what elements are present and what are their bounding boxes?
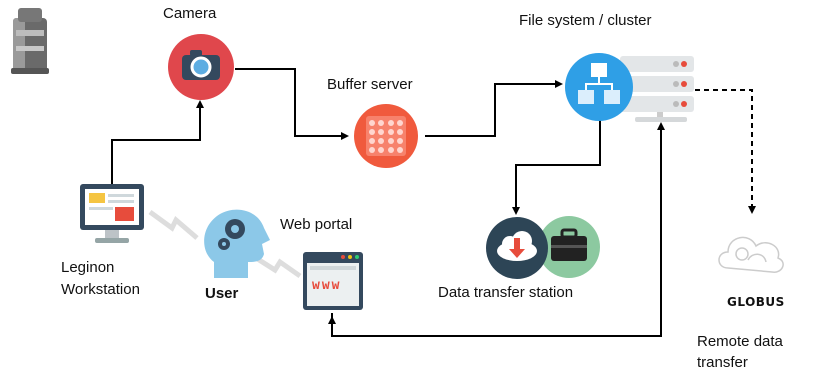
cloud-download-icon: [497, 231, 537, 261]
microscope-icon: [11, 8, 49, 74]
server-rack-icon: [620, 56, 694, 122]
globus-label: GLOBUS: [727, 295, 785, 309]
user-head-icon: [204, 209, 270, 278]
globus-cloud-icon: [718, 236, 784, 273]
camera-icon: [168, 34, 234, 100]
web-portal-label: Web portal: [280, 216, 353, 233]
arrow-cluster-to-globus: [695, 89, 756, 214]
wireless-link-2: [254, 255, 302, 279]
arrow-cluster-to-transfer: [512, 120, 601, 215]
web-portal-icon: [303, 252, 363, 310]
connectors: [111, 68, 756, 337]
remote-data-label-line2: transfer: [697, 354, 748, 371]
arrow-camera-to-buffer: [235, 68, 349, 140]
remote-data-label-line1: Remote data: [697, 333, 783, 350]
file-system-label: File system / cluster: [519, 12, 652, 29]
camera-label: Camera: [163, 5, 217, 22]
data-transfer-station-icon: [486, 216, 600, 279]
briefcase-icon: [551, 228, 587, 261]
leginon-label-line2: Workstation: [61, 281, 140, 298]
buffer-server-icon: [354, 104, 418, 168]
cluster-icon: [565, 53, 633, 121]
arrow-buffer-to-cluster: [425, 80, 563, 137]
buffer-server-label: Buffer server: [327, 76, 413, 93]
arrow-workstation-to-camera: [111, 100, 204, 185]
arrow-portal-return: [328, 316, 661, 337]
data-transfer-station-label: Data transfer station: [438, 284, 574, 301]
www-label: www: [312, 278, 342, 293]
user-label: User: [205, 285, 239, 302]
leginon-label-line1: Leginon: [61, 259, 115, 276]
wireless-link: [148, 209, 199, 240]
workstation-icon: [80, 184, 144, 243]
